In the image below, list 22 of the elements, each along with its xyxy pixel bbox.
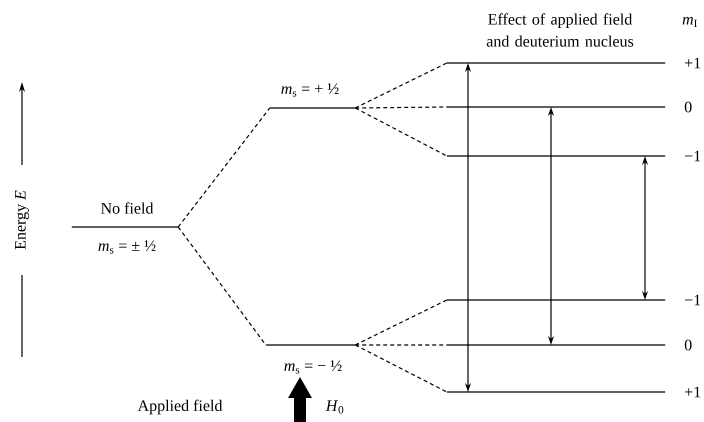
axis-label: m$_{I}$ (682, 16, 697, 28)
dashed-line (355, 106, 447, 109)
energy-level: No field m$_{s}$ = ± ½ (72, 202, 178, 254)
dashed-line (354, 344, 448, 393)
field-label: H$_{0}$ (326, 400, 344, 414)
axis-label: Energy E (15, 190, 29, 250)
dashed-line (355, 344, 447, 346)
energy-level: −1 (446, 150, 700, 162)
energy-level: 0 (446, 102, 692, 112)
dashed-line (178, 108, 270, 228)
energy-level: −1 (446, 294, 700, 306)
energy-level: m$_{s}$ = + ½ (270, 83, 356, 109)
energy-level: 0 (446, 340, 692, 350)
energy-level: +1 (446, 386, 700, 398)
dashed-line (178, 226, 266, 346)
energy-level: +1 (446, 58, 700, 68)
dashed-line (354, 299, 448, 346)
title-text: Effect of applied field and deuterium nucleus (486, 13, 634, 47)
dashed-line (354, 107, 448, 157)
energy-level: m$_{s}$ = − ½ (266, 344, 356, 374)
caption-text: Applied field (138, 400, 222, 414)
dashed-line (354, 62, 448, 109)
